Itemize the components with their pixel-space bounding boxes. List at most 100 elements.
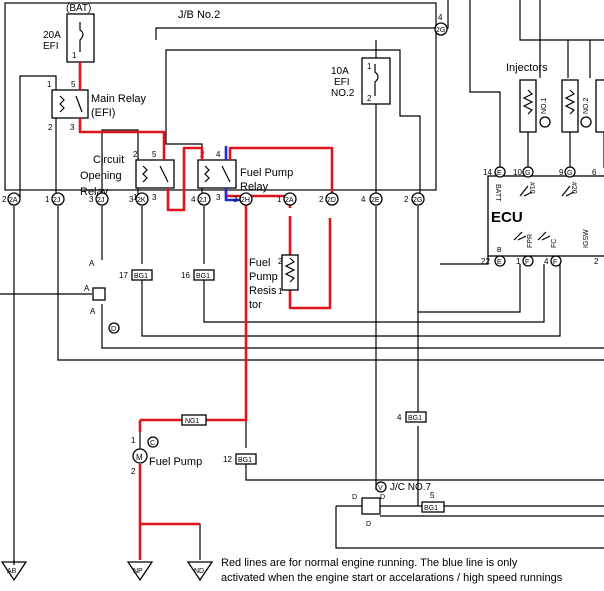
efi-fuse-name: EFI (43, 41, 59, 52)
connector-2g-top (434, 22, 448, 36)
pin-label: 5 (152, 150, 157, 159)
ecu-pin-1f (522, 255, 534, 267)
ecu-pin-id: E (497, 170, 502, 177)
ecu-igsw: IGSW (583, 229, 590, 248)
main-relay (51, 89, 89, 119)
pin-label: 1 (131, 436, 136, 445)
ecu-transistor-2 (561, 185, 575, 197)
efi-no2-fuse-element (374, 64, 379, 96)
ground-nd-label: ND (194, 568, 204, 575)
bg1-16-label: BG1 (196, 273, 210, 280)
fuel-pump-ref-label: C (150, 440, 155, 447)
start-wire (224, 146, 246, 202)
jc7-ref-label: V (378, 485, 383, 492)
jc7-ref (375, 481, 387, 493)
ecu-pin-id: G (525, 170, 530, 177)
ground-np: NP (126, 561, 154, 582)
ground-ab: AB (0, 560, 28, 582)
conn-2g-id: 2G (413, 197, 422, 204)
bg1-5 (421, 501, 445, 513)
conn-2g-top-id: 2G (436, 27, 445, 34)
injector-3 (595, 79, 604, 133)
conn-2j4-num: 4 (191, 195, 196, 204)
ecu-b: B (497, 247, 502, 254)
fuel-pump-m: M (136, 453, 143, 462)
pin-label: 2 (367, 94, 372, 103)
conn-2j1-id: 2J (53, 197, 60, 204)
ecu-pin-id: F (553, 259, 557, 266)
ecu-pin-10g (522, 166, 534, 178)
injector-wires (527, 132, 604, 168)
ecu-pin-num: 1 (516, 257, 521, 266)
bg1-17 (131, 269, 153, 281)
pin-label: 3 (70, 123, 75, 132)
jc7-label: J/C NO.7 (390, 482, 432, 493)
injectors-title: Injectors (506, 62, 548, 74)
ecu-batt: BATT (494, 184, 501, 202)
conn-2a1-num: 1 (277, 195, 282, 204)
bg1-12-label: BG1 (238, 457, 252, 464)
injector-2-label: NO.2 (583, 98, 590, 114)
ecu-pin-22e (494, 255, 506, 267)
junction-a (92, 287, 106, 301)
connector-2j-1 (51, 192, 65, 206)
ecu-pin-num: 6 (592, 168, 597, 177)
ecu-pin-4f (550, 255, 562, 267)
circuit-relay-label-1: Circuit (93, 154, 124, 166)
junction-a-marker-label: D (111, 326, 116, 333)
conn-2k-num: 3 (129, 195, 134, 204)
junction-a-label: A (90, 307, 96, 316)
resistor-label-4: tor (249, 299, 262, 311)
bg1-12-num: 12 (223, 455, 232, 464)
jc7-pin: D (366, 521, 371, 528)
injector-2-coil (564, 89, 576, 115)
connector-2a-1 (283, 192, 297, 206)
resistor-label-3: Resis (249, 285, 277, 297)
resistor-label-2: Pump (249, 271, 278, 283)
pin-label: 1 (133, 193, 138, 202)
resistor-zigzag (284, 257, 296, 283)
conn-2a1-id: 2A (285, 197, 294, 204)
bg1-16-num: 16 (181, 271, 190, 280)
legend-note-line-1: Red lines are for normal engine running.… (221, 557, 518, 569)
pin-label: 2 (133, 150, 138, 159)
bg1-16 (193, 269, 215, 281)
conn-2h-num: 3 (233, 195, 238, 204)
connector-2a-left (7, 192, 21, 206)
conn-2j3-num: 3 (89, 195, 94, 204)
pump-relay-switch (221, 165, 231, 183)
ecu-pin-num: 14 (483, 168, 492, 177)
conn-2d-id: 2D (327, 197, 336, 204)
ecu-pin-id: G (567, 170, 572, 177)
pump-relay-label-1: Fuel Pump (240, 167, 293, 179)
pin-label: 3 (216, 193, 221, 202)
efi2-name-2: NO.2 (331, 88, 355, 99)
injector-2-ref (580, 116, 592, 128)
jc7-block (361, 497, 381, 515)
ecu-pin-14e (494, 166, 506, 178)
ecu-pin-id: E (497, 259, 502, 266)
ecu-title: ECU (491, 209, 523, 226)
pin-label: 5 (71, 80, 76, 89)
bg1-17-num: 17 (119, 271, 128, 280)
junction-block-2 (4, 2, 437, 191)
pin-label: 1 (367, 62, 372, 71)
main-relay-label-2: (EFI) (91, 107, 115, 119)
pin-label: 2 (131, 467, 136, 476)
pin-label: 1 (72, 51, 77, 60)
circuit-relay-coil (142, 165, 148, 183)
injector-1-label: NO.1 (541, 98, 548, 114)
pump-relay-coil (204, 165, 210, 183)
circuit-opening-relay (135, 159, 175, 189)
pump-relay-label-2: Relay (240, 181, 269, 193)
ecu-fpr: FPR (527, 234, 534, 248)
connector-2j-3 (95, 192, 109, 206)
conn-2j1-num: 1 (45, 195, 50, 204)
conn-2j4-id: 2J (199, 197, 206, 204)
ecu-pin-num: 22 (481, 257, 490, 266)
injector-2 (561, 79, 579, 133)
connector-2k (135, 192, 149, 206)
bg1-4-label: BG1 (408, 415, 422, 422)
conn-2a-num: 2 (2, 195, 7, 204)
